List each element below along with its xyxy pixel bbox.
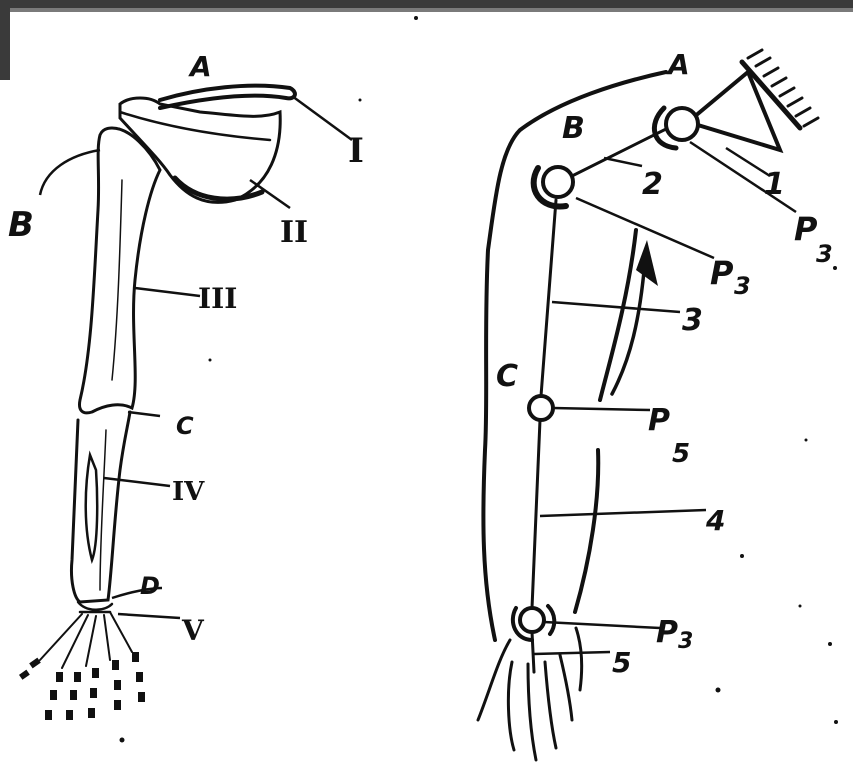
arm-outline-right: [600, 230, 636, 400]
right-leader-lines: [534, 142, 796, 654]
pair-label-p3-wrist-main: P: [656, 615, 678, 650]
phalanges: [19, 652, 145, 720]
label-B-right: B: [562, 111, 585, 146]
label-link-5: 5: [612, 646, 631, 679]
wrist-bones: [78, 602, 112, 612]
ground-hatch: [748, 50, 818, 126]
pair-label-p3-top-main: P: [794, 210, 818, 248]
joint-shoulder: [543, 167, 573, 197]
scapula-bone: [120, 98, 280, 202]
pair-label-p5-elbow-main: P: [648, 403, 670, 438]
leader-3: [552, 302, 680, 312]
leader-P3-wrist: [544, 622, 660, 628]
leader-C: [128, 412, 160, 416]
link-3: [541, 200, 556, 396]
label-D-left: D: [140, 572, 160, 600]
leader-B: [40, 150, 100, 195]
joint-wrist: [520, 608, 544, 632]
label-link-2: 2: [642, 167, 663, 202]
scan-border-left: [0, 0, 10, 80]
clavicle-bone: [160, 86, 295, 108]
radius-line: [100, 430, 106, 590]
finger-fan: [40, 612, 132, 668]
scan-specks: [120, 16, 839, 743]
pair-label-p3-shoulder-sub: 3: [734, 272, 751, 300]
pair-label-p3-wrist: P 3: [656, 615, 693, 654]
leader-IV: [104, 478, 170, 486]
pair-label-p5-elbow: P 5: [648, 403, 690, 469]
label-III: III: [198, 282, 237, 315]
joint-elbow: [529, 396, 553, 420]
label-C-left: C: [176, 412, 194, 440]
label-link-1: 1: [764, 167, 785, 202]
scan-border-top: [0, 0, 853, 8]
pair-label-p5-elbow-sub: 5: [672, 439, 690, 469]
label-II: II: [280, 215, 308, 250]
label-A-left: A: [188, 50, 212, 83]
leader-V: [118, 614, 180, 618]
leader-I: [292, 96, 352, 140]
pair-label-p3-wrist-sub: 3: [678, 629, 693, 654]
joint-base: [666, 108, 698, 140]
label-B-left: B: [8, 205, 34, 245]
leader-P5: [553, 408, 650, 410]
label-link-4: 4: [705, 504, 725, 537]
pair-label-p3-shoulder: P 3: [710, 254, 751, 300]
label-I: I: [348, 131, 364, 171]
link-4: [532, 420, 540, 608]
left-skeleton-arm: [40, 86, 295, 668]
rotation-arrowhead: [636, 240, 658, 286]
leader-5: [534, 652, 610, 654]
link-5: [532, 632, 534, 672]
arm-outline-left: [483, 72, 666, 640]
label-A-right: A: [666, 48, 690, 81]
ulna-outline: [86, 455, 97, 560]
label-IV: IV: [172, 477, 205, 507]
leader-4: [540, 510, 706, 516]
ground-triangle: [688, 72, 780, 150]
pair-label-p3-top: P 3: [794, 210, 833, 268]
pair-label-p3-shoulder-main: P: [710, 254, 734, 292]
leader-2: [604, 158, 642, 166]
label-link-3: 3: [682, 303, 703, 338]
hand-outline: [478, 628, 582, 760]
forearm-outline-right: [575, 450, 598, 612]
leader-III: [135, 288, 200, 296]
label-V: V: [181, 614, 205, 647]
humerus-shaft-line: [112, 180, 122, 380]
pair-label-p3-top-sub: 3: [816, 240, 833, 268]
label-C-right: C: [496, 359, 518, 394]
scan-border-shade: [10, 8, 853, 12]
scapula-lower-edge: [175, 178, 262, 199]
